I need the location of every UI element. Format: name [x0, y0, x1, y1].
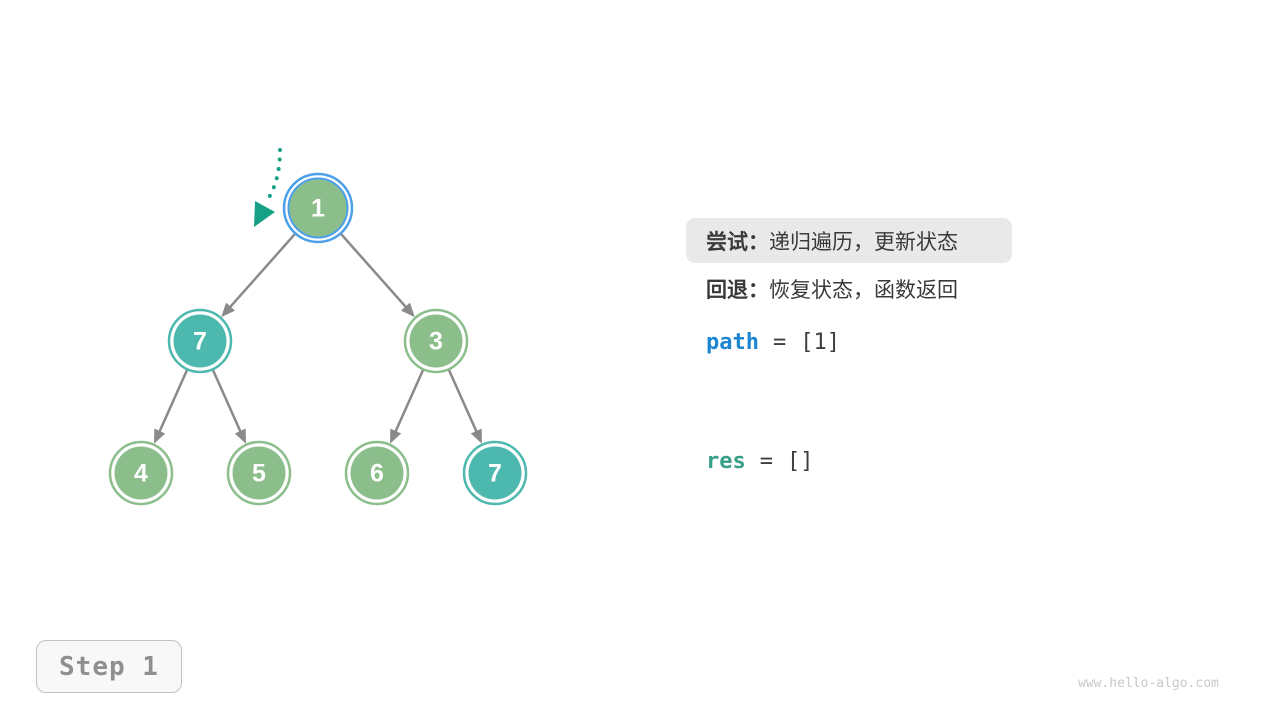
current-node-pointer-icon [254, 148, 282, 227]
tree-node-7: 7 [167, 308, 233, 374]
path-variable-name: path [706, 330, 759, 355]
res-variable-line: res = [] [706, 450, 814, 474]
path-variable-value: [1] [800, 330, 840, 355]
site-watermark: www.hello-algo.com [1078, 676, 1219, 691]
tree-node-7: 7 [462, 440, 528, 506]
tree-node-value: 6 [370, 460, 384, 488]
tree-node-value: 5 [252, 460, 266, 488]
tree-node-5: 5 [226, 440, 292, 506]
tree-node-value: 1 [311, 195, 325, 223]
try-action-box: 尝试：递归遍历，更新状态 [686, 218, 1012, 263]
tree-diagram: 1 7 3 4 5 6 7 [108, 148, 528, 506]
tree-node-value: 7 [488, 460, 502, 488]
backtrack-text: 恢复状态，函数返回 [769, 278, 958, 302]
tree-node-value: 4 [134, 460, 148, 488]
res-equals-sign: = [759, 449, 773, 474]
tree-node-value: 7 [193, 328, 207, 356]
tree-node-4: 4 [108, 440, 174, 506]
tree-node-1: 1 [282, 172, 354, 244]
backtrack-label: 回退： [706, 278, 769, 302]
backtrack-action-line: 回退：恢复状态，函数返回 [706, 278, 958, 303]
res-variable-value: [] [787, 449, 814, 474]
step-badge: Step 1 [36, 640, 182, 693]
tree-node-value: 3 [429, 328, 443, 356]
tree-node-3: 3 [403, 308, 469, 374]
try-label: 尝试： [706, 229, 769, 254]
tree-node-6: 6 [344, 440, 410, 506]
path-equals-sign: = [772, 330, 787, 355]
path-variable-line: path = [1] [706, 331, 840, 355]
res-variable-name: res [706, 449, 746, 474]
try-text: 递归遍历，更新状态 [769, 229, 958, 254]
